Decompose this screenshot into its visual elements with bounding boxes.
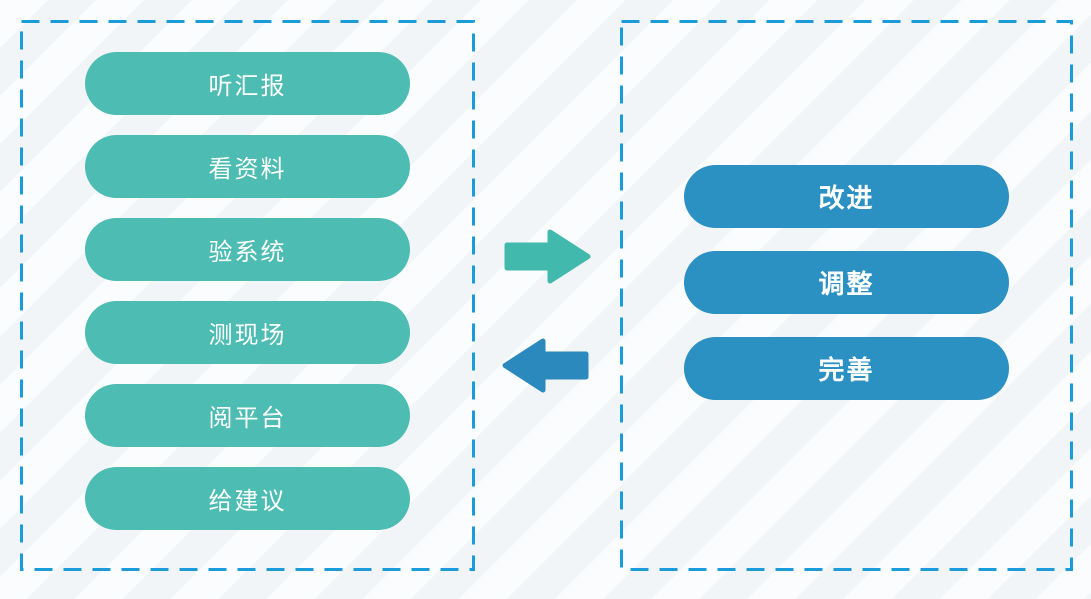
left-step-label: 阅平台 <box>208 404 287 432</box>
left-step-label: 验系统 <box>208 238 287 266</box>
left-panel: 听汇报 看资料 验系统 测现场 阅平台 给建议 <box>20 20 475 571</box>
left-step-pill: 听汇报 <box>85 51 410 115</box>
left-step-pill: 阅平台 <box>85 383 410 447</box>
right-action-label: 改进 <box>818 183 875 213</box>
left-step-pill: 给建议 <box>85 466 410 530</box>
left-step-pill: 看资料 <box>85 134 410 198</box>
right-pill-column: 改进 调整 完善 <box>620 20 1073 571</box>
arrow-left-icon <box>502 334 589 397</box>
right-action-label: 完善 <box>818 355 875 385</box>
right-action-pill: 调整 <box>684 251 1009 314</box>
right-action-label: 调整 <box>818 269 875 299</box>
left-step-pill: 测现场 <box>85 300 410 364</box>
left-step-label: 看资料 <box>208 155 287 183</box>
right-panel-dashed-border <box>620 20 1073 571</box>
left-step-label: 给建议 <box>208 487 287 515</box>
left-step-pill: 验系统 <box>85 217 410 281</box>
arrow-right-icon <box>504 225 591 288</box>
right-action-pill: 改进 <box>684 165 1009 228</box>
left-pill-column: 听汇报 看资料 验系统 测现场 阅平台 给建议 <box>20 20 475 571</box>
right-action-pill: 完善 <box>684 337 1009 400</box>
left-step-label: 听汇报 <box>208 72 287 100</box>
left-step-label: 测现场 <box>208 321 287 349</box>
right-panel: 改进 调整 完善 <box>620 20 1073 571</box>
left-panel-dashed-border <box>20 20 475 571</box>
